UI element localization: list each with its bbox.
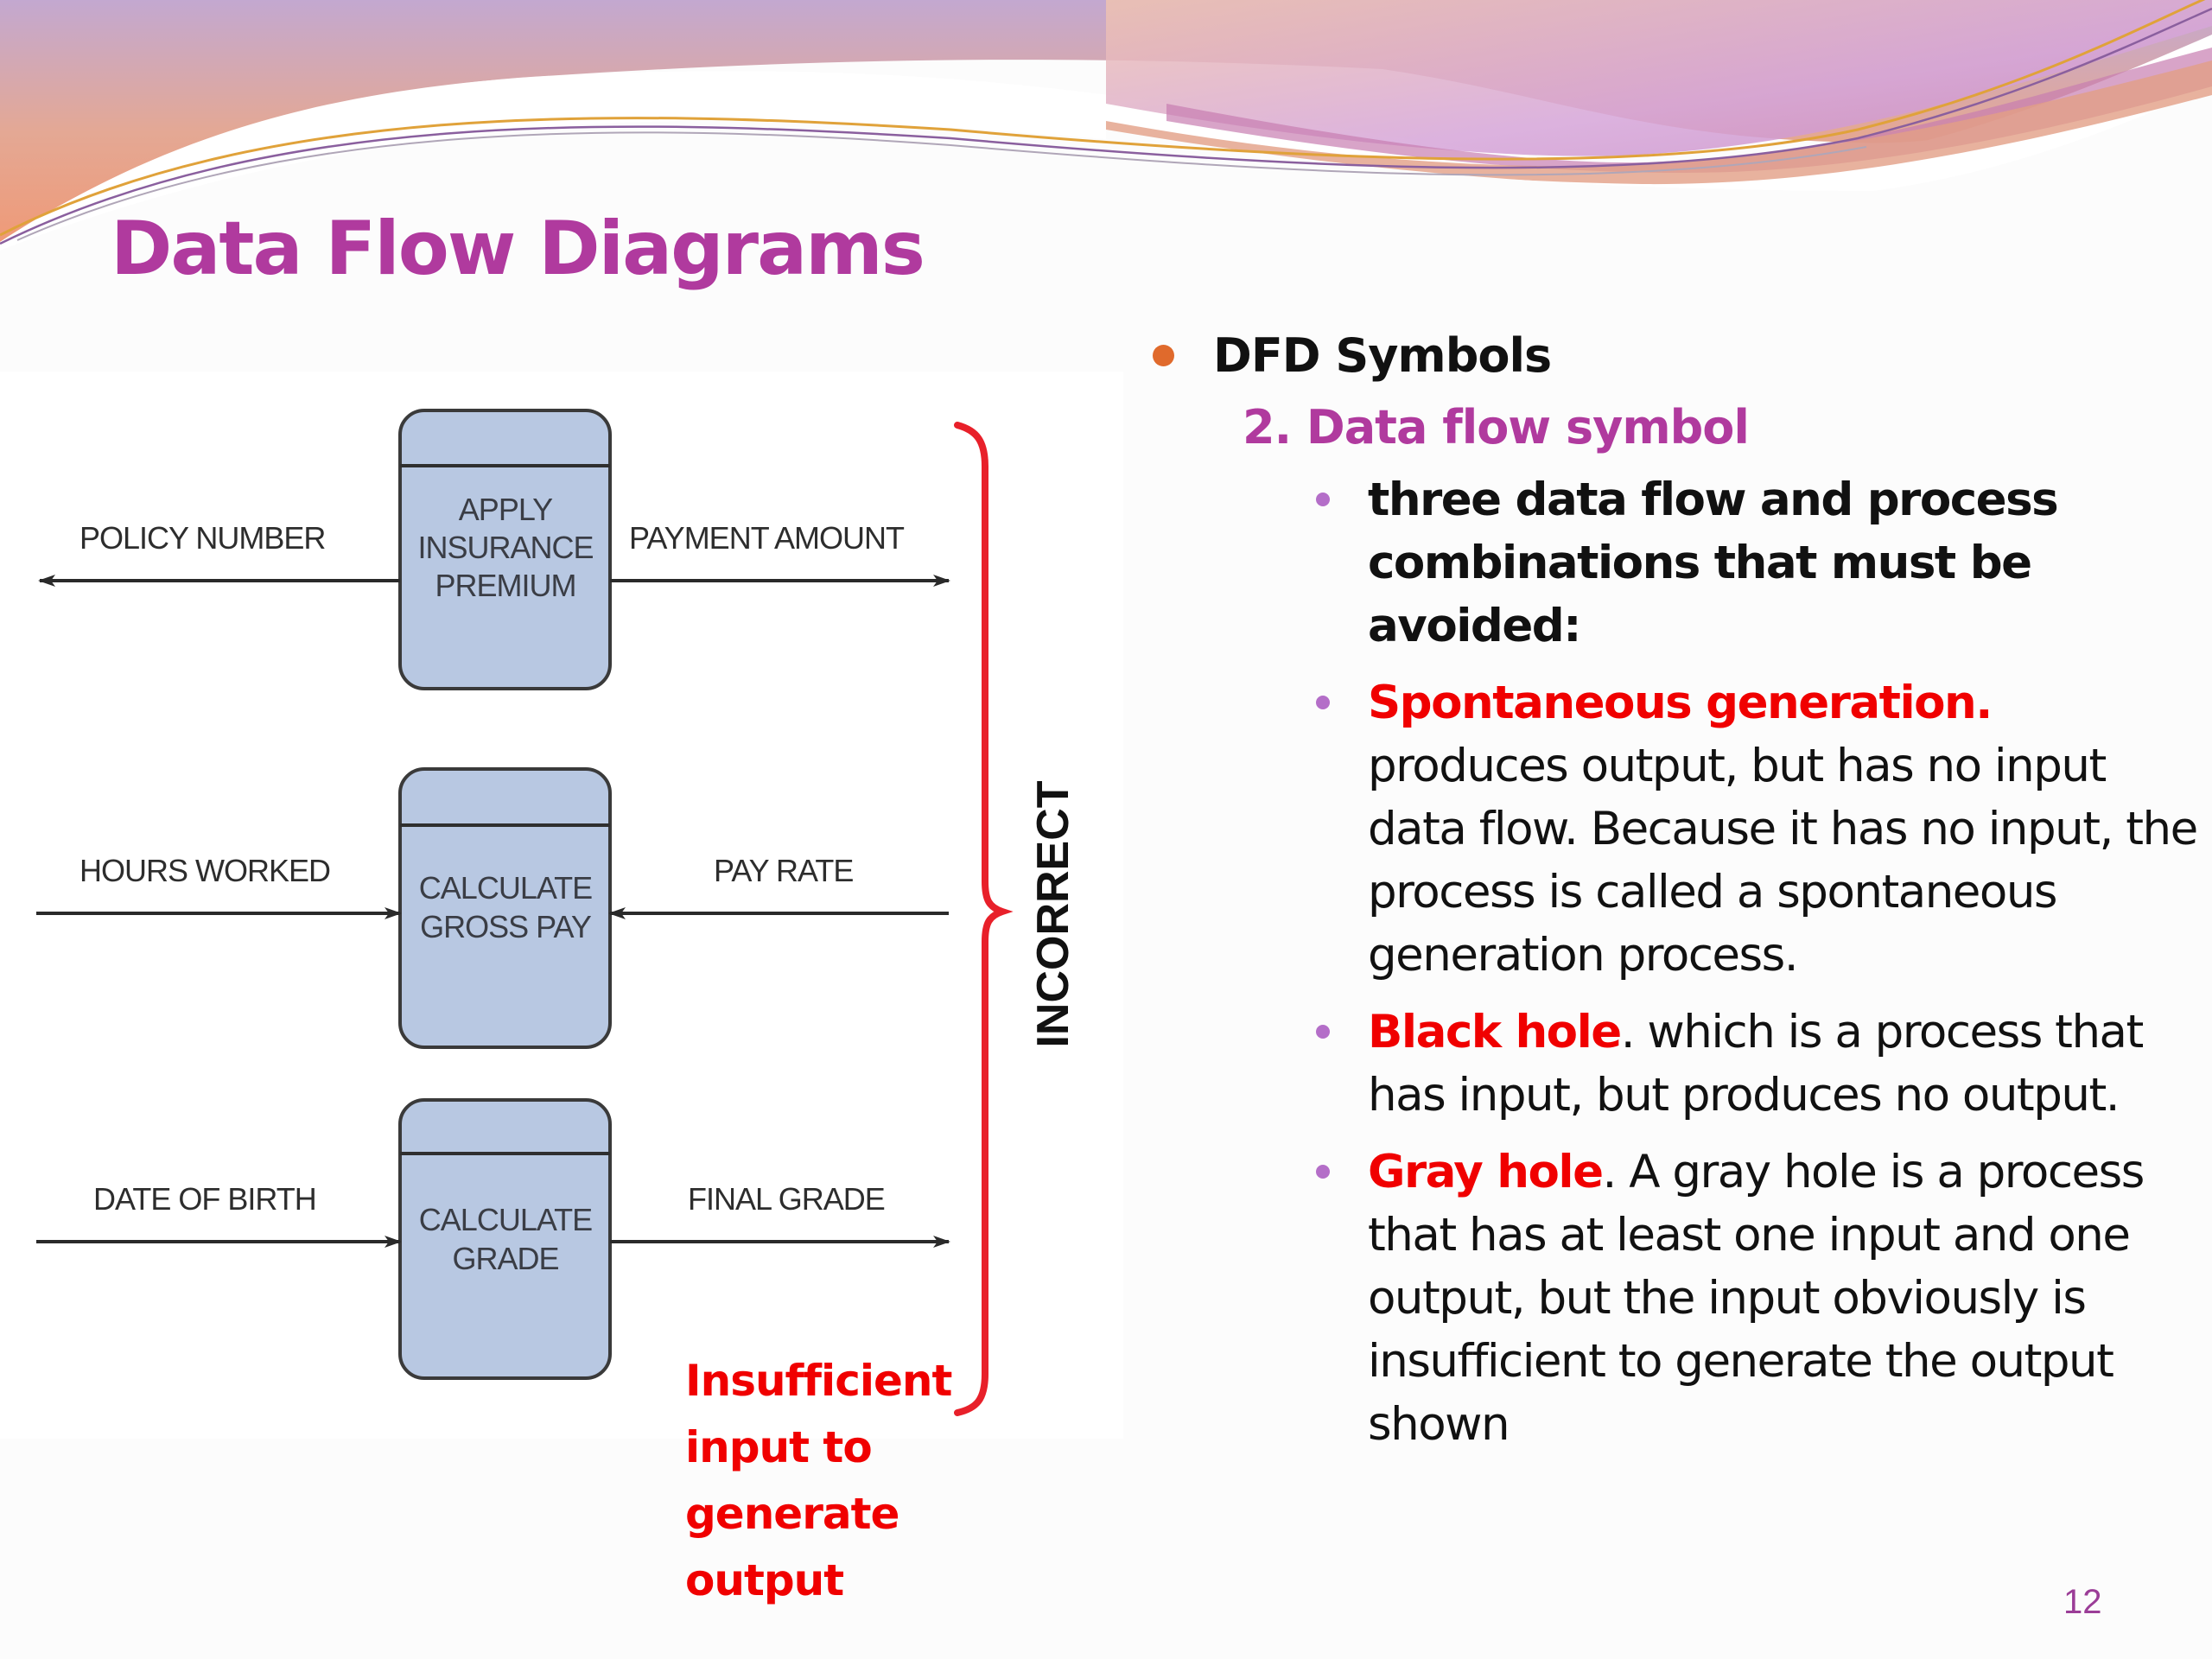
process-label-line: GRADE [452, 1241, 558, 1276]
flow-label-date-of-birth: DATE OF BIRTH [93, 1181, 316, 1217]
process-calculate-gross-pay: CALCULATE GROSS PAY [398, 767, 612, 1049]
purple-bullet-icon [1316, 1025, 1330, 1039]
note-line: generate [685, 1489, 899, 1539]
flow-label-pay-rate: PAY RATE [714, 853, 853, 888]
incorrect-label: INCORRECT [1028, 780, 1078, 1047]
bullet-intro: three data flow and process combinations… [1141, 468, 2203, 658]
bullet-list: DFD Symbols 2. Data flow symbol three da… [1141, 321, 2203, 1456]
purple-bullet-icon [1316, 696, 1330, 709]
process-shape [398, 1098, 612, 1380]
orange-bullet-icon [1153, 345, 1174, 366]
dfd-diagram-svg: APPLY INSURANCE PREMIUM POLICY NUMBER PA… [36, 409, 1078, 1416]
flow-label-policy-number: POLICY NUMBER [79, 520, 325, 556]
definition-text: . which is a process that has input, but… [1368, 1006, 2144, 1122]
flow-label-payment-amount: PAYMENT AMOUNT [629, 520, 905, 556]
purple-bullet-icon [1316, 1165, 1330, 1179]
process-label-line: GROSS PAY [420, 909, 592, 944]
flow-label-hours-worked: HOURS WORKED [79, 853, 330, 888]
page-number: 12 [2063, 1583, 2102, 1621]
term-black-hole: Black hole [1368, 1006, 1622, 1058]
process-label-line: CALCULATE [419, 870, 592, 906]
note-line: output [685, 1555, 844, 1605]
term-spontaneous-generation: Spontaneous generation. [1368, 677, 1993, 729]
process-shape [398, 409, 612, 690]
subheading-data-flow-symbol: 2. Data flow symbol [1243, 400, 1750, 454]
purple-bullet-icon [1316, 493, 1330, 506]
process-label-line: CALCULATE [419, 1202, 592, 1237]
note-line: input to [685, 1422, 873, 1472]
process-label-line: APPLY [459, 492, 553, 527]
bullet-intro-text: three data flow and process combinations… [1368, 474, 2059, 652]
bullet-spontaneous-generation: Spontaneous generation. produces output,… [1141, 671, 2203, 987]
dfd-diagram: APPLY INSURANCE PREMIUM POLICY NUMBER PA… [0, 372, 1123, 1439]
term-gray-hole: Gray hole [1368, 1146, 1604, 1198]
bullet-black-hole: Black hole. which is a process that has … [1141, 1001, 2203, 1127]
bullet-heading: DFD Symbols [1213, 328, 1552, 383]
definition-text: . A gray hole is a process that has at l… [1368, 1146, 2145, 1451]
bullet-dfd-symbols: DFD Symbols [1141, 321, 2203, 391]
definition-text: produces output, but has no input data f… [1368, 740, 2198, 982]
insufficient-input-note: Insufficient input to generate output [685, 1348, 952, 1614]
process-label-line: PREMIUM [435, 568, 576, 603]
process-shape [398, 767, 612, 1049]
process-apply-insurance-premium: APPLY INSURANCE PREMIUM [398, 409, 612, 690]
slide-title: Data Flow Diagrams [111, 206, 925, 292]
header-decoration [0, 0, 2212, 276]
process-label-line: INSURANCE [417, 530, 593, 565]
bullet-gray-hole: Gray hole. A gray hole is a process that… [1141, 1141, 2203, 1456]
flow-label-final-grade: FINAL GRADE [688, 1181, 885, 1217]
note-line: Insufficient [685, 1356, 952, 1406]
incorrect-brace [954, 422, 1014, 1416]
process-calculate-grade: CALCULATE GRADE [398, 1098, 612, 1380]
